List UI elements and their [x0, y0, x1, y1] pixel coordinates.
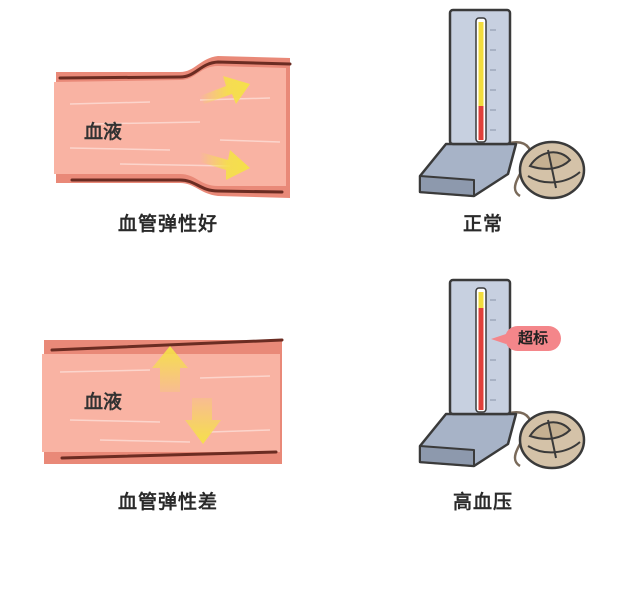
stiff-vessel-blood-label: 血液 [84, 391, 123, 413]
gauge-high-mercury [478, 308, 484, 410]
high-gauge-caption: 高血压 [452, 491, 513, 513]
gauge-normal-bulb [518, 140, 586, 200]
elastic-arrow-up [200, 76, 250, 104]
stiff-arrow-up [152, 346, 188, 392]
stiff-vessel-top-outline [50, 338, 284, 352]
gauge-high [418, 278, 586, 470]
elastic-vessel-bottom-outline [70, 178, 284, 194]
over-limit-badge: 超标 [505, 326, 561, 351]
stiff-vessel-bottom-outline [60, 450, 278, 460]
normal-gauge-caption: 正常 [462, 213, 503, 235]
stiff-vessel-texture [59, 369, 271, 443]
gauge-high-ticks [490, 299, 496, 401]
stiff-arrow-down [185, 398, 221, 444]
gauge-normal [418, 8, 586, 200]
elastic-vessel-top-outline [58, 60, 292, 80]
elastic-vessel [54, 56, 292, 198]
stiff-vessel [42, 338, 284, 464]
elastic-vessel-caption: 血管弹性好 [117, 213, 218, 235]
over-limit-badge-pointer [491, 334, 506, 344]
elastic-arrow-down [200, 150, 250, 180]
gauge-high-bulb [518, 410, 586, 470]
stiff-vessel-caption: 血管弹性差 [117, 491, 218, 513]
gauge-normal-ticks [490, 29, 496, 131]
gauge-normal-mercury [478, 22, 484, 106]
elastic-vessel-blood-label: 血液 [84, 121, 123, 143]
elastic-vessel-lumen [54, 66, 286, 186]
